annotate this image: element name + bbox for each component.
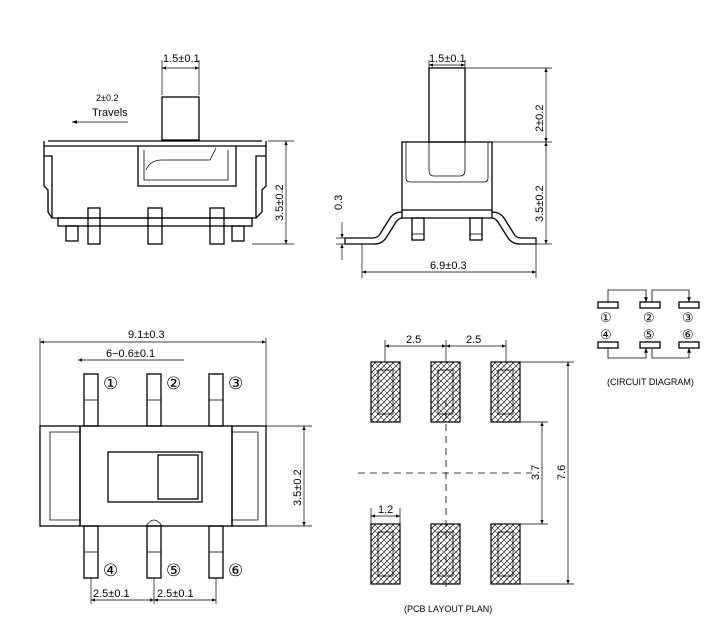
pcb-outer-span-label: 7.6 <box>556 465 568 480</box>
top-slot <box>107 451 203 503</box>
top-pin-label-6: ⑥ <box>228 561 243 580</box>
pcb-pitch-right-label: 2.5 <box>466 334 481 346</box>
circuit-label-3: ③ <box>682 310 694 325</box>
side-left-lead <box>344 211 403 245</box>
pcb-pad-1 <box>370 361 401 423</box>
top-pitch-left-label: 2.5±0.1 <box>93 588 130 600</box>
side-actuator-width-label: 1.5±0.1 <box>429 53 466 65</box>
side-actuator <box>428 67 466 143</box>
top-pin-width-label: 6−0.6±0.1 <box>106 348 155 360</box>
side-view: 1.5±0.1 2±0.2 3.5±0.2 0.3 6.9±0.3 <box>333 53 552 278</box>
circuit-terminal-3 <box>678 301 700 309</box>
front-actuator <box>161 96 200 141</box>
pcb-pitch-left-label: 2.5 <box>406 334 421 346</box>
side-standoff-label: 0.3 <box>333 195 345 210</box>
pcb-pad-2 <box>430 361 461 423</box>
front-body-height-label: 3.5±0.2 <box>274 184 286 221</box>
top-pin-label-2: ② <box>166 374 181 393</box>
pcb-inner-span-label: 3.7 <box>530 465 542 480</box>
circuit-terminal-5 <box>639 341 661 349</box>
circuit-label-4: ④ <box>600 327 612 342</box>
circuit-label-5: ⑤ <box>643 327 655 342</box>
top-overall-length-label: 9.1±0.3 <box>128 329 165 341</box>
pcb-pad-width-label: 1.2 <box>378 504 393 516</box>
front-actuator-width-label: 1.5±0.1 <box>163 53 200 65</box>
pcb-pad-4 <box>370 523 401 585</box>
front-body <box>43 145 267 219</box>
circuit-terminal-2 <box>639 301 661 309</box>
top-body <box>79 425 233 527</box>
pcb-pad-3 <box>490 361 521 423</box>
circuit-label-6: ⑥ <box>682 327 694 342</box>
circuit-caption: (CIRCUIT DIAGRAM) <box>607 377 694 387</box>
top-slider-knob <box>157 454 199 500</box>
top-pin-label-1: ① <box>103 374 118 393</box>
side-right-lead <box>491 211 537 245</box>
circuit-terminal-6 <box>678 341 700 349</box>
side-actuator-height-label: 2±0.2 <box>534 105 546 132</box>
side-body-height-label: 3.5±0.2 <box>534 185 546 222</box>
circuit-terminal-1 <box>597 301 619 309</box>
travel-label: Travels <box>92 107 128 119</box>
top-body-width-label: 3.5±0.2 <box>292 469 304 506</box>
circuit-diagram: ① ② ③ ④ ⑤ ⑥ (CIRCUIT DIAGRAM) <box>597 289 700 387</box>
pcb-pad-6 <box>490 523 521 585</box>
pcb-caption: (PCB LAYOUT PLAN) <box>404 604 492 614</box>
pcb-pad-5 <box>430 523 461 585</box>
top-view: 9.1±0.3 6−0.6±0.1 ① ② ③ ④ ⑤ ⑥ <box>39 329 312 604</box>
top-pin-label-5: ⑤ <box>166 561 181 580</box>
top-pitch-right-label: 2.5±0.1 <box>157 588 194 600</box>
side-overall-width-label: 6.9±0.3 <box>430 260 467 272</box>
circuit-label-1: ① <box>600 310 612 325</box>
front-view: 1.5±0.1 2±0.2 Travels 3.5±0.2 <box>43 53 294 245</box>
pcb-layout: 2.5 2.5 1.2 3.7 7.6 (PCB LAYOUT PLAN) <box>358 334 574 614</box>
circuit-terminal-4 <box>597 341 619 349</box>
top-pin-label-3: ③ <box>228 374 243 393</box>
travel-value-label: 2±0.2 <box>96 93 118 103</box>
top-pin-label-4: ④ <box>103 561 118 580</box>
circuit-label-2: ② <box>643 310 655 325</box>
